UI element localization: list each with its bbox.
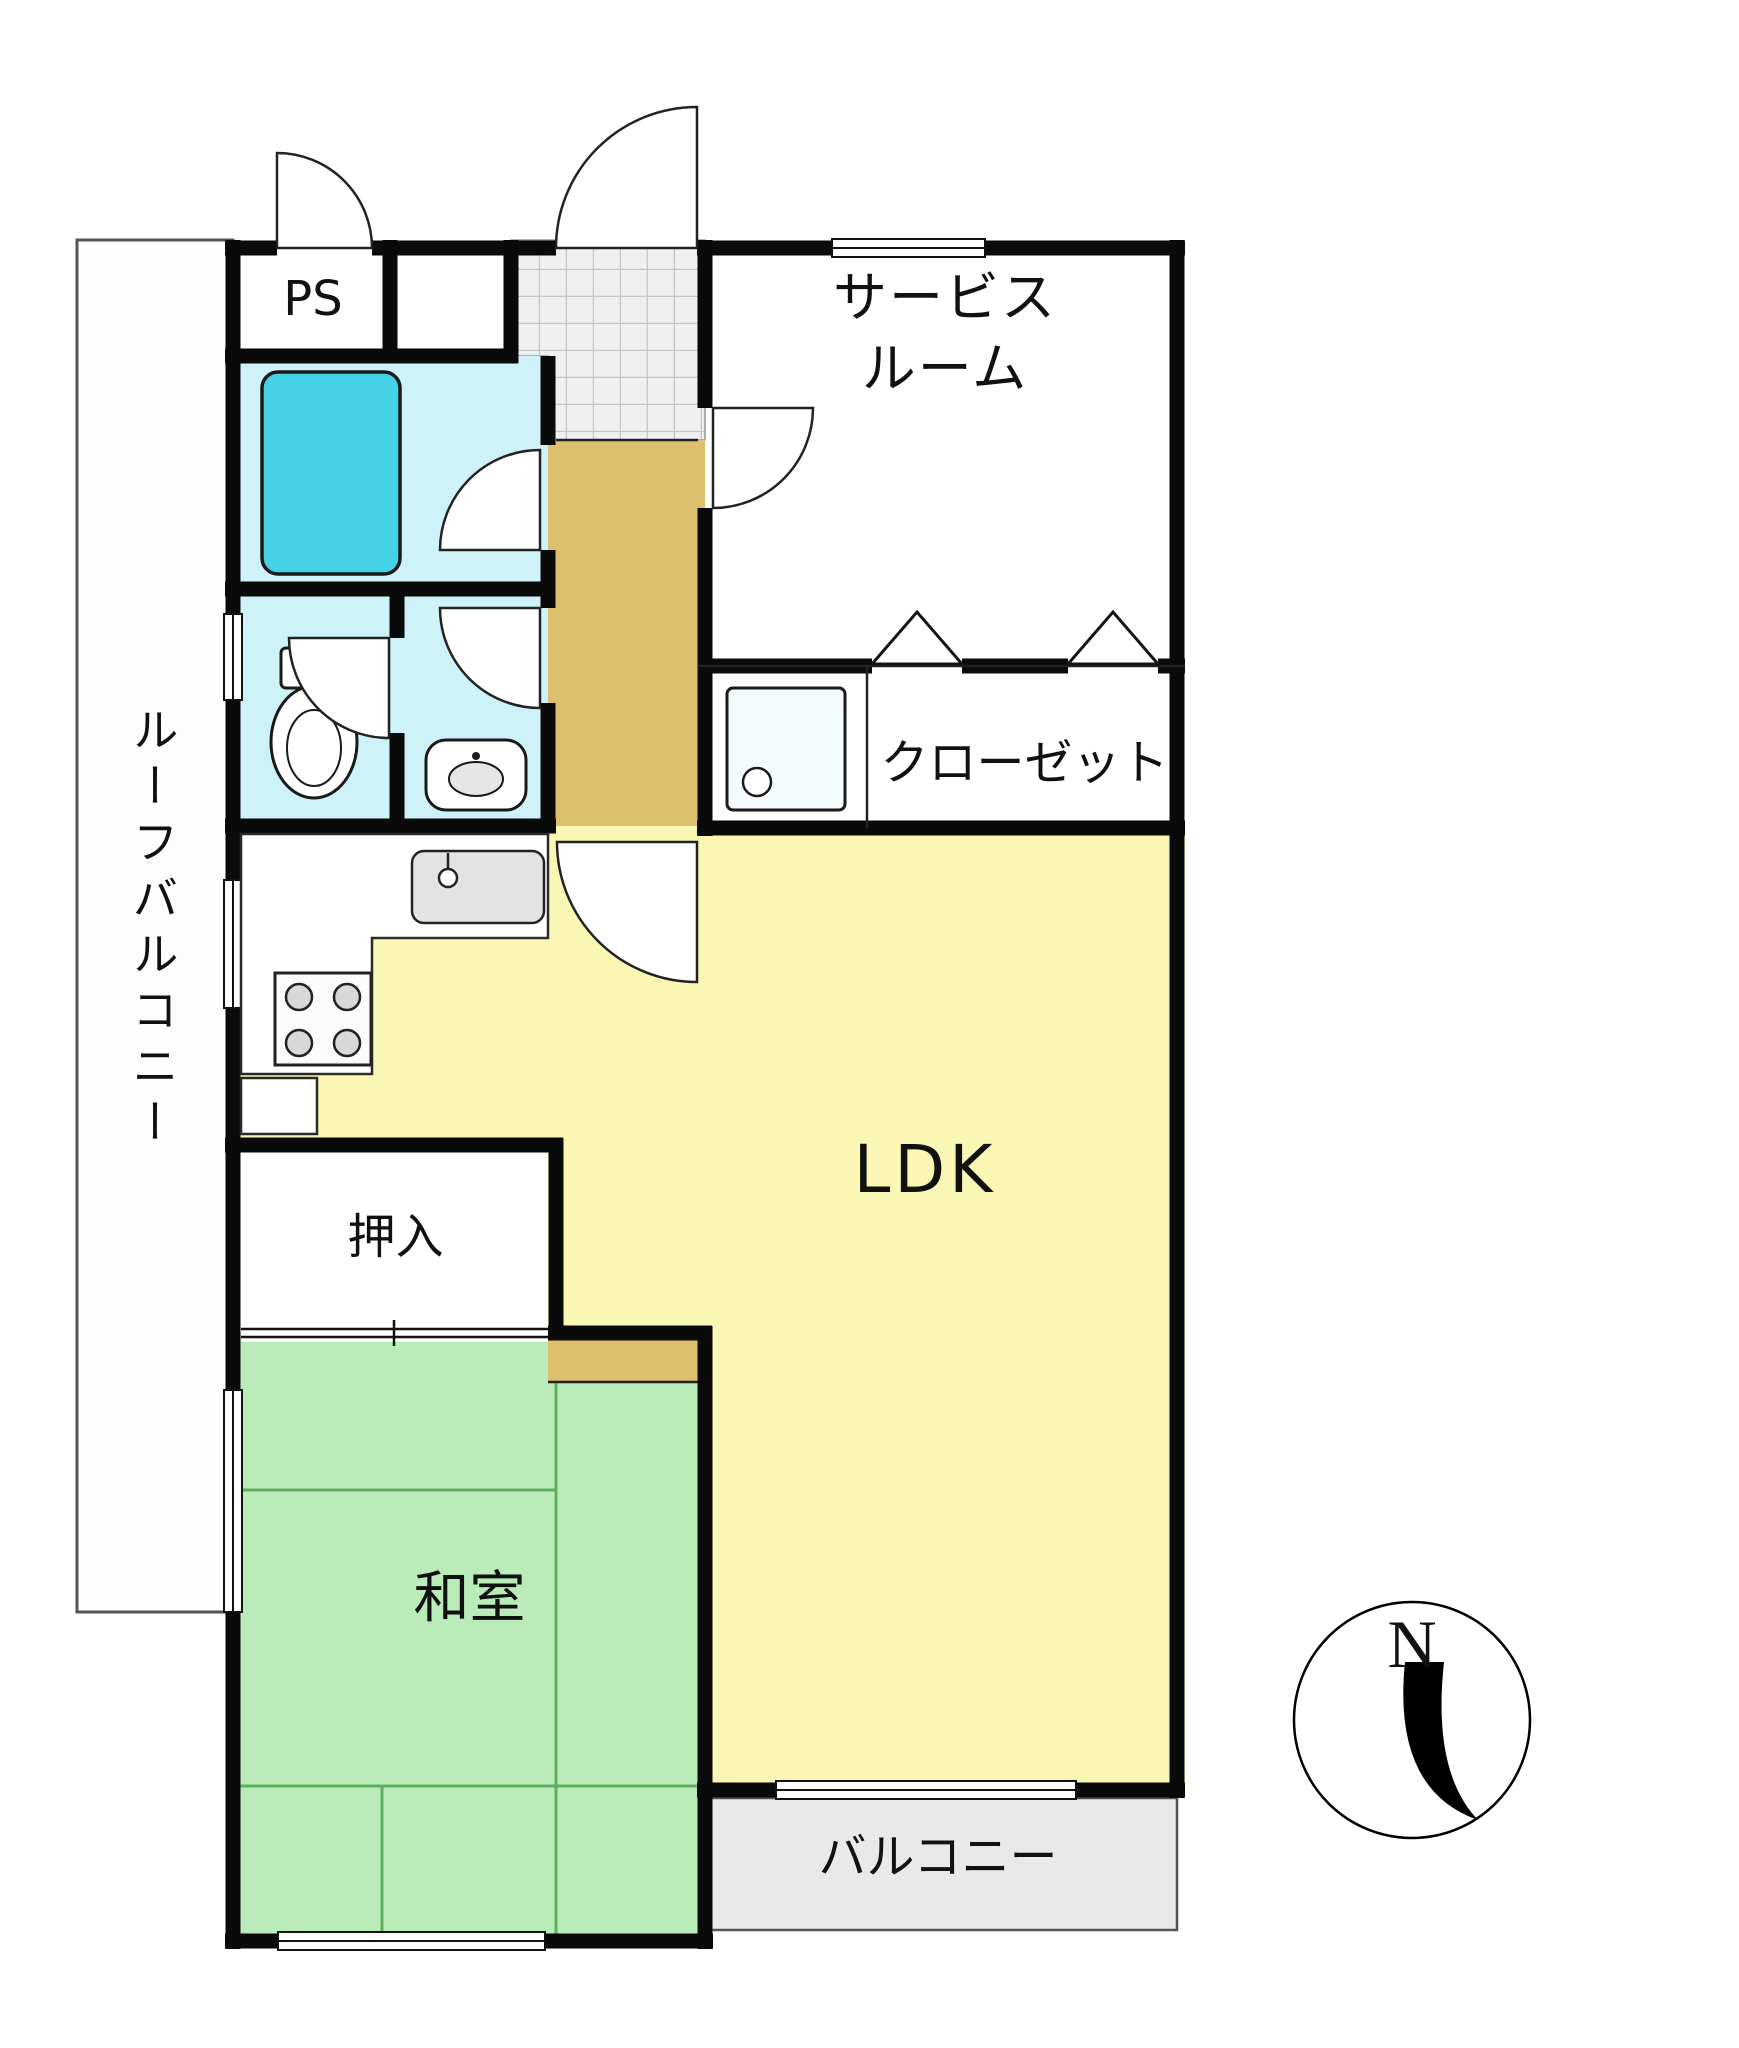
service-room-label: サービス ルーム xyxy=(740,262,1150,405)
service-room-label-line1: サービス xyxy=(833,266,1057,329)
kitchen-sink-icon xyxy=(410,849,546,925)
window-ldk-bottom xyxy=(775,1780,1077,1800)
door-swing-icon-ldk xyxy=(555,840,699,984)
door-swing-icon-ps xyxy=(275,151,374,250)
compass-needle-icon xyxy=(1403,1662,1478,1820)
closet-folddoor-icon xyxy=(868,609,1162,666)
window-toilet-left xyxy=(223,613,243,701)
oshiire-label: 押入 xyxy=(347,1209,444,1265)
balcony-label: バルコニー xyxy=(818,1829,1058,1885)
hallway-fill xyxy=(548,440,705,826)
service-room-label-line2: ルーム xyxy=(861,337,1029,401)
roof-balcony-label: ルーフバルコニー xyxy=(125,706,180,1154)
windows xyxy=(223,238,1077,1951)
thin-lines xyxy=(548,438,1185,1384)
washbasin-icon xyxy=(424,738,528,812)
walls xyxy=(225,240,1185,1949)
door-swing-icon-toilet xyxy=(287,636,391,740)
roof-balcony-area xyxy=(75,238,235,1614)
compass xyxy=(1292,1600,1532,1840)
washitsu-board-strip xyxy=(548,1333,698,1382)
door-swing-icon-service xyxy=(711,406,815,510)
ps-label: PS xyxy=(283,271,343,327)
window-service-top xyxy=(831,238,986,258)
fusuma-door xyxy=(241,1320,548,1346)
kitchen-cabinet xyxy=(239,1076,319,1136)
door-swing-icon-entrance xyxy=(554,105,699,250)
door-swing-icon-washroom xyxy=(438,606,542,710)
closet-label: クローゼット xyxy=(880,735,1169,791)
door-swings xyxy=(275,105,815,984)
ldk-room-fill xyxy=(233,826,1185,1790)
washitsu-label: 和室 xyxy=(413,1566,526,1631)
window-washitsu-bottom xyxy=(277,1931,546,1951)
washer-pan-icon xyxy=(725,686,847,812)
washitsu-room-fill xyxy=(233,1333,705,1941)
compass-north-label: N xyxy=(1387,1606,1437,1682)
kitchen-counter xyxy=(239,832,550,1136)
door-swing-icon-bath xyxy=(438,448,542,552)
tatami-lines xyxy=(233,1382,705,1941)
window-washitsu-left xyxy=(223,1389,243,1613)
ldk-label: LDK xyxy=(853,1131,997,1208)
stove-icon xyxy=(273,971,373,1067)
bathtub-icon xyxy=(260,370,402,576)
balcony-area xyxy=(703,1796,1179,1932)
window-kitchen-left xyxy=(223,879,243,1009)
